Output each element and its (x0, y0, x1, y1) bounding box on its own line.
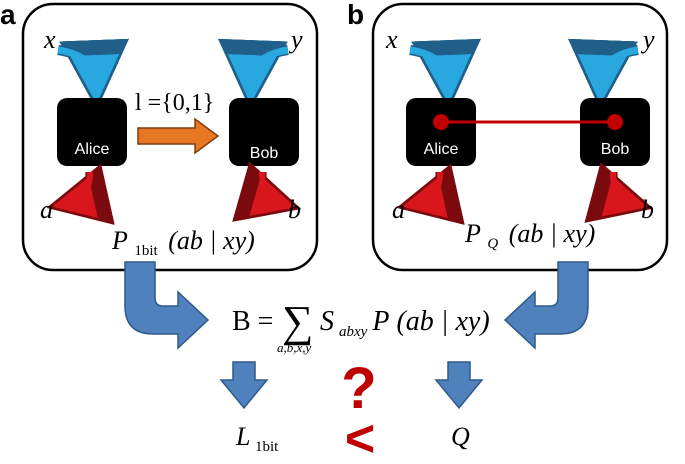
alice-label-b: Alice (424, 141, 459, 158)
y-input-arrow-b-fill (577, 46, 639, 104)
bob-box-b (580, 98, 650, 166)
bell-sum-index: a,b,x,y (277, 340, 312, 355)
alice-label-a: Alice (75, 141, 110, 158)
input-y-b: y (640, 25, 655, 54)
flow-arrow-left (124, 261, 210, 350)
bob-box-a (229, 98, 299, 166)
a-output-arrow-a-fill (52, 171, 98, 218)
bell-prob-symbol: P (371, 306, 389, 337)
prob-1bit-args: (ab | xy) (168, 226, 255, 255)
flow-arrow-right (503, 261, 589, 350)
svg-text:P 1bit (ab | x: P 1bit (ab | xy) (111, 226, 255, 261)
alice-box-a (57, 98, 127, 166)
prob-q-symbol: P (464, 219, 481, 248)
prob-q-subscript: Q (487, 236, 498, 252)
svg-text:S abxy P (ab: S abxy P (ab | xy) (320, 306, 490, 343)
prob-1bit: P 1bit (ab | xy) (111, 226, 255, 261)
input-x-b: x (385, 25, 398, 54)
output-b-a: b (288, 195, 301, 224)
l-1bit-symbol: L (235, 422, 250, 451)
prob-quantum: P Q (ab | xy) (464, 219, 595, 254)
prob-1bit-symbol: P (111, 226, 128, 255)
output-b-b: b (641, 195, 654, 224)
inequality-sign: < (345, 410, 375, 459)
prob-q-args: (ab | xy) (509, 219, 596, 248)
panel-a-letter: a (0, 0, 16, 30)
bob-particle (607, 114, 623, 130)
alice-box-b (406, 98, 476, 166)
channel-label: l ={0,1} (135, 90, 214, 116)
bob-label-b: Bob (601, 141, 630, 158)
input-y-a: y (288, 25, 303, 54)
bell-coef: S (320, 306, 334, 337)
y-input-arrow-a-fill (227, 46, 289, 104)
panel-b: b x y Alice Bob a b P Q (ab | xy) (347, 0, 669, 272)
down-arrow-left (219, 361, 269, 410)
l-1bit: L 1bit (235, 422, 279, 455)
bell-coef-subscript: abxy (339, 324, 368, 340)
q-symbol: Q (451, 422, 470, 451)
b-output-arrow-b-fill (601, 171, 648, 217)
x-input-arrow-b-fill (409, 46, 472, 104)
classical-channel-arrow (137, 117, 220, 155)
bell-expression: B = ∑ a,b,x,y S abxy P (ab | xy) (232, 297, 490, 355)
alice-particle (433, 114, 449, 130)
b-output-arrow-a-fill (249, 171, 296, 216)
prob-1bit-subscript: 1bit (134, 243, 158, 259)
down-arrow-right (434, 361, 484, 410)
bell-sum-symbol: ∑ (282, 297, 313, 346)
output-a-a: a (40, 195, 53, 224)
input-x-a: x (43, 25, 56, 54)
panel-b-letter: b (347, 0, 364, 30)
x-input-arrow-a-fill (57, 46, 120, 104)
question-mark: ? (341, 356, 376, 421)
bell-prob-args: (ab | xy) (396, 306, 489, 337)
l-1bit-subscript: 1bit (255, 439, 279, 455)
panel-a: a x y Alice Bob l ={0,1} a b P 1bit (ab … (0, 0, 319, 272)
output-a-b: a (392, 195, 405, 224)
bell-lhs: B = (232, 306, 273, 337)
a-output-arrow-b-fill (402, 171, 448, 218)
bob-label-a: Bob (250, 145, 279, 162)
svg-text:P Q (ab | xy): P Q (ab | xy) (464, 219, 595, 254)
